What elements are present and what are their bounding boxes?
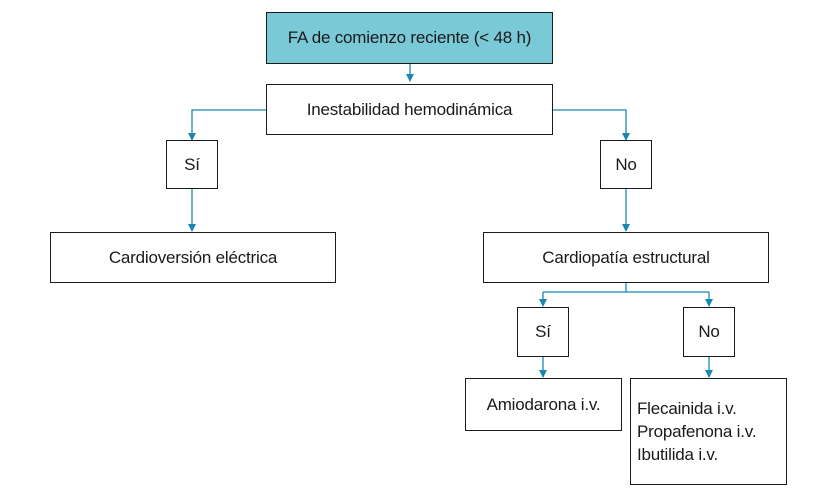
node-onset-af-label: FA de comienzo reciente (< 48 h) [287, 28, 532, 47]
node-no-structural-label: No [698, 322, 720, 341]
node-electrical-cardioversion: Cardioversión eléctrica [50, 232, 336, 283]
connector-instability-to-no [553, 109, 630, 141]
node-electrical-cardioversion-label: Cardioversión eléctrica [108, 247, 278, 267]
node-yes-instability: Sí [166, 140, 218, 189]
node-structural-heart-disease-label: Cardiopatía estructural [542, 247, 710, 267]
node-no-structural: No [683, 307, 735, 357]
node-amiodarone-label: Amiodarona i.v. [486, 394, 601, 414]
connector-structural-split [543, 283, 709, 293]
node-hemodynamic-instability: Inestabilidad hemodinámica [266, 84, 553, 135]
drug-item: Flecainida i.v. [637, 399, 737, 418]
connector-instability-to-yes [188, 109, 267, 141]
node-hemodynamic-instability-label: Inestabilidad hemodinámica [306, 99, 513, 119]
node-yes-structural-label: Sí [535, 322, 551, 341]
node-antiarrhythmic-drugs: Flecainida i.v. Propafenona i.v. Ibutili… [630, 378, 787, 485]
node-onset-af: FA de comienzo reciente (< 48 h) [266, 12, 553, 64]
node-no-instability: No [600, 140, 652, 189]
node-structural-heart-disease: Cardiopatía estructural [483, 232, 769, 283]
node-yes-structural: Sí [517, 307, 569, 357]
node-yes-instability-label: Sí [184, 154, 200, 174]
drug-item: Propafenona i.v. [637, 422, 757, 441]
node-amiodarone: Amiodarona i.v. [465, 378, 622, 431]
node-no-instability-label: No [615, 154, 637, 174]
drug-item: Ibutilida i.v. [637, 445, 718, 464]
